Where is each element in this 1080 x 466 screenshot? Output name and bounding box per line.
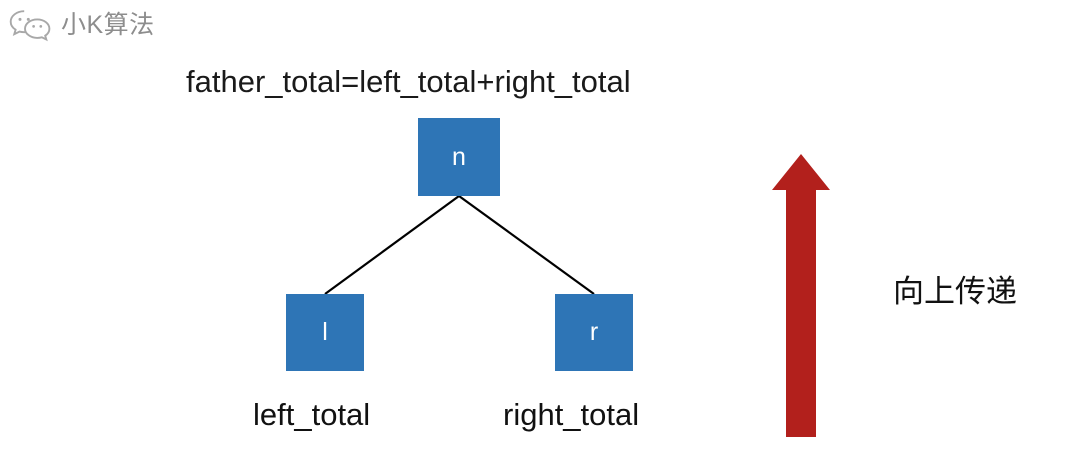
node-left-label: l <box>322 318 328 346</box>
node-root: n <box>418 118 500 196</box>
left-total-label: left_total <box>253 397 371 432</box>
formula-text: father_total=left_total+right_total <box>186 64 631 99</box>
arrow-caption: 向上传递 <box>893 274 1017 309</box>
watermark-text: 小K算法 <box>61 10 155 39</box>
watermark: 小K算法 <box>8 8 155 42</box>
node-root-label: n <box>452 142 466 171</box>
up-arrow-icon <box>772 154 830 437</box>
node-left-child: l <box>286 294 364 371</box>
node-right-label: r <box>589 318 599 346</box>
node-right-child: r <box>555 294 633 371</box>
edge-root-to-right <box>458 195 595 295</box>
right-total-label: right_total <box>503 397 640 432</box>
edge-root-to-left <box>324 195 460 295</box>
wechat-icon <box>9 10 51 42</box>
